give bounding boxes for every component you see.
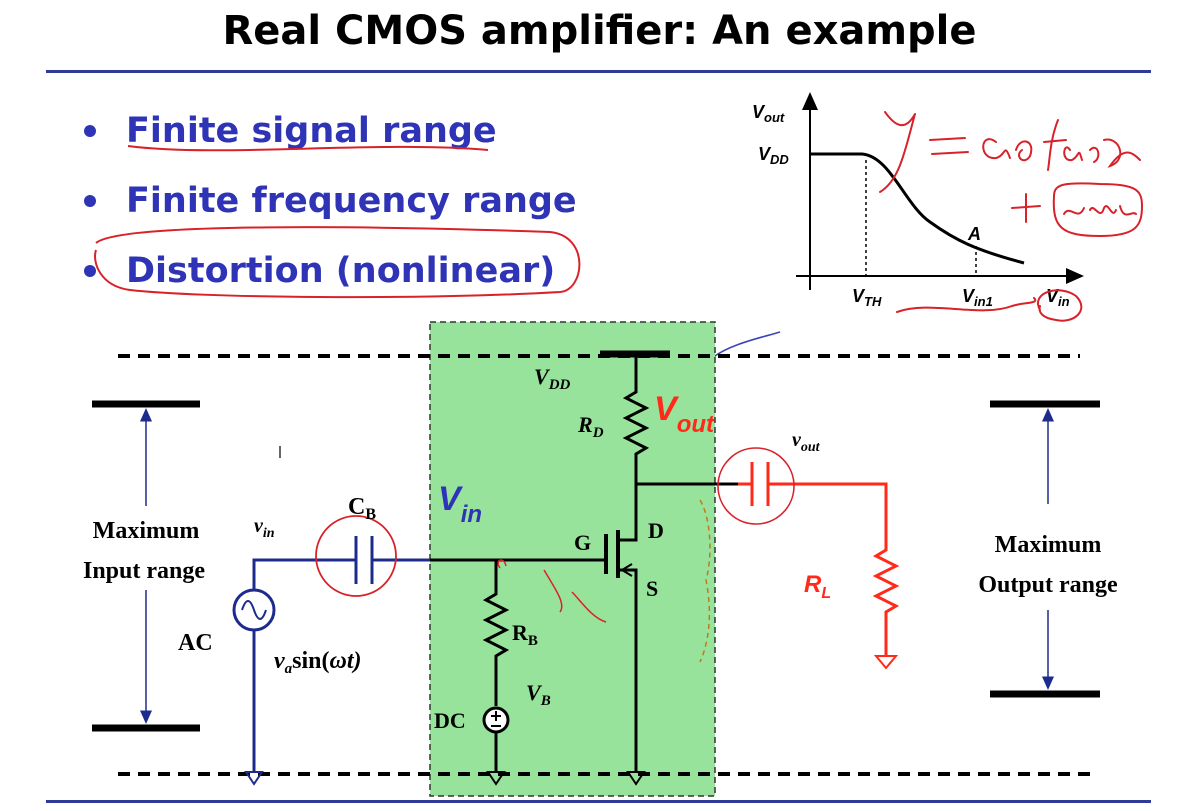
vin-blue-label: Vin (438, 480, 482, 528)
title-rule (46, 70, 1151, 73)
vin1-label: Vin1 (962, 286, 993, 309)
max-input-label-1: Maximum (93, 518, 200, 544)
circle-annotation (94, 226, 581, 299)
rb-resistor (482, 560, 510, 706)
point-a-label: A (967, 224, 981, 244)
footer-rule (46, 800, 1151, 803)
drain-scribble-annotation (699, 499, 711, 663)
source-arrow-icon (621, 563, 633, 577)
drain-source-wires (618, 484, 638, 772)
bullet-dot-icon (84, 265, 96, 277)
bullet-text: Finite signal range (126, 111, 497, 151)
bullet-item: Finite frequency range (84, 166, 577, 236)
rb-label: RB (512, 620, 538, 649)
rl-resistor (768, 482, 900, 656)
drain-label: D (648, 518, 664, 543)
input-range-indicator: Maximum Input range (83, 400, 205, 732)
transfer-curve-graph: Vout VDD VTH Vin1 Vin A (752, 92, 1084, 309)
output-cap-circle-annotation (717, 447, 795, 525)
bullet-dot-icon (84, 125, 96, 137)
output-network (738, 462, 900, 670)
ac-label: AC (178, 630, 213, 656)
input-ground-icon (244, 771, 264, 786)
cb-circle-annotation (315, 515, 397, 597)
source-expression: vasin(ωt) (274, 648, 362, 677)
vout-red-label: Vout (654, 390, 715, 438)
gate-scribble-annotation (497, 559, 607, 623)
bullet-text: Finite frequency range (126, 181, 577, 221)
vout-small-label: vout (792, 429, 821, 455)
dc-label: DC (434, 708, 466, 733)
max-output-label-1: Maximum (995, 532, 1102, 558)
slide-title: Real CMOS amplifier: An example (222, 8, 977, 54)
vb-label: VB (526, 680, 551, 709)
max-output-label-2: Output range (978, 572, 1118, 598)
input-wire (252, 558, 356, 772)
source-ground-icon (626, 771, 646, 786)
circuit-labels: VDD RD Vout vout Vin vin CB G D S RB VB … (178, 364, 831, 733)
bullet-annotations (94, 145, 581, 299)
transfer-curve (810, 152, 1025, 265)
cb-label: CB (348, 494, 376, 523)
gate-label: G (574, 530, 591, 555)
vdd-label: VDD (534, 364, 571, 393)
vin-small-label: vin (254, 515, 275, 541)
rd-label: RD (577, 412, 604, 441)
amplifier-core (430, 350, 738, 786)
input-network (232, 536, 430, 786)
output-range-indicator: Maximum Output range (978, 400, 1118, 698)
source-label: S (646, 576, 658, 601)
underline-annotation (127, 145, 489, 152)
bullet-list: Finite signal range Finite frequency ran… (84, 96, 577, 306)
bullet-item: Finite signal range (84, 96, 577, 166)
vdd-label: VDD (758, 144, 789, 167)
output-ground-icon (873, 655, 899, 670)
bullet-item: Distortion (nonlinear) (84, 236, 577, 306)
rd-resistor (622, 354, 650, 484)
handwritten-equation-annotation (879, 111, 1144, 322)
vth-label: VTH (852, 286, 882, 309)
max-input-label-2: Input range (83, 558, 205, 584)
bullet-dot-icon (84, 195, 96, 207)
rl-label: RL (804, 571, 831, 602)
y-axis-label: Vout (752, 102, 785, 125)
dc-ground-icon (486, 771, 506, 786)
bullet-text: Distortion (nonlinear) (126, 251, 556, 291)
